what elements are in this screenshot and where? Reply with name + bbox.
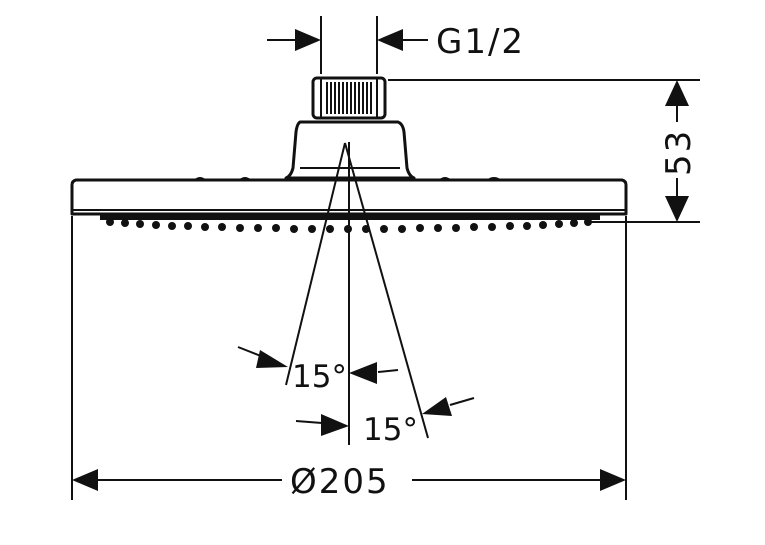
angle-dimension-left: [237, 346, 399, 384]
height-dimension: [388, 79, 700, 223]
diameter-label: Ø205: [290, 462, 390, 502]
thread-label: G1/2: [436, 22, 525, 62]
diameter-dimension: [71, 216, 627, 500]
angle-label-left: 15°: [292, 359, 347, 395]
height-label: 53: [659, 129, 699, 176]
thread-dimension: [267, 16, 428, 74]
ball-joint-neck: [284, 120, 416, 180]
connector-nut: [311, 76, 387, 120]
angle-dimension-right: [295, 397, 475, 436]
angle-label-right: 15°: [363, 412, 418, 448]
spray-angle-lines: [285, 142, 429, 439]
